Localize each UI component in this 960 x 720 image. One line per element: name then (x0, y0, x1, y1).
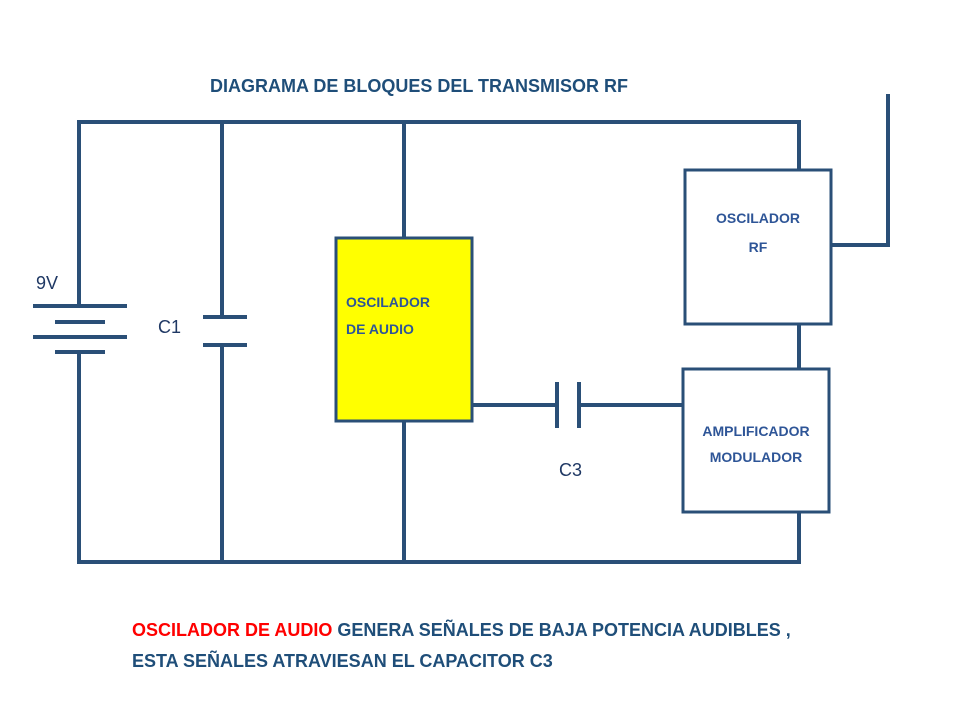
battery-label: 9V (36, 273, 58, 293)
circuit-wires (77, 94, 890, 564)
caption-line-1-rest: GENERA SEÑALES DE BAJA POTENCIA AUDIBLES… (332, 619, 790, 640)
rf-oscillator-block: OSCILADOR RF (683, 168, 833, 326)
capacitor-c3-icon (555, 382, 581, 428)
battery-icon (33, 304, 127, 354)
caption-highlight: OSCILADOR DE AUDIO (132, 620, 332, 640)
rf-oscillator-box (683, 168, 833, 326)
modulator-amplifier-label-1: AMPLIFICADOR (702, 423, 809, 439)
audio-oscillator-label-2: DE AUDIO (346, 321, 414, 337)
audio-oscillator-label-1: OSCILADOR (346, 294, 430, 310)
rf-oscillator-label-2: RF (749, 239, 768, 255)
modulator-amplifier-label-2: MODULADOR (710, 449, 803, 465)
caption-line-1: OSCILADOR DE AUDIO GENERA SEÑALES DE BAJ… (132, 619, 791, 640)
rf-oscillator-label-1: OSCILADOR (716, 210, 800, 226)
audio-oscillator-block: OSCILADOR DE AUDIO (334, 236, 474, 423)
modulator-amplifier-block: AMPLIFICADOR MODULADOR (681, 367, 831, 514)
c1-label: C1 (158, 317, 181, 337)
modulator-amplifier-box (681, 367, 831, 514)
caption-line-2: ESTA SEÑALES ATRAVIESAN EL CAPACITOR C3 (132, 650, 553, 671)
c3-label: C3 (559, 460, 582, 480)
audio-oscillator-box (334, 236, 474, 423)
diagram-title: DIAGRAMA DE BLOQUES DEL TRANSMISOR RF (210, 76, 628, 96)
capacitor-c1-icon (203, 315, 247, 347)
